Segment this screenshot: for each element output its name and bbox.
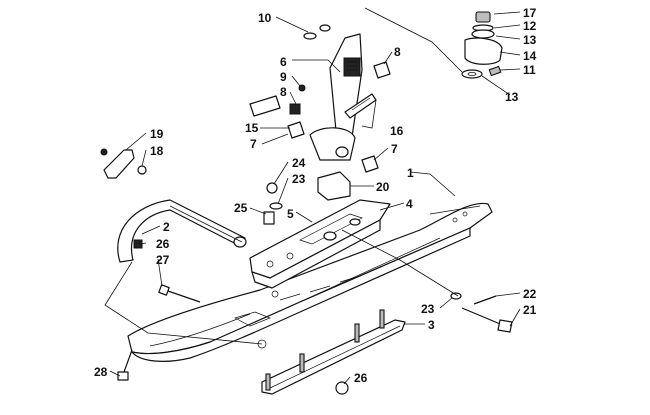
callout-19: 19	[150, 127, 164, 141]
callout-labels: 10 6 9 8 8 15 7 16 7 17 12 13 14 11 13 1…	[94, 6, 537, 385]
callout-26-upper: 26	[156, 237, 170, 251]
bushing-parts	[249, 24, 391, 225]
callout-5: 5	[287, 207, 294, 221]
callout-3: 3	[428, 318, 435, 332]
callout-27: 27	[156, 253, 170, 267]
callout-9: 9	[280, 70, 287, 84]
callout-24: 24	[292, 156, 306, 170]
callout-13-bottom: 13	[505, 90, 519, 104]
callout-8-top: 8	[394, 45, 401, 59]
spindle-part	[309, 33, 363, 161]
callout-25: 25	[234, 201, 248, 215]
callout-2: 2	[163, 220, 170, 234]
callout-26-lower: 26	[354, 371, 368, 385]
callout-7-right: 7	[391, 142, 398, 156]
callout-1: 1	[407, 166, 414, 180]
callout-8-left: 8	[280, 85, 287, 99]
hardware-parts	[100, 148, 513, 395]
callout-10: 10	[258, 11, 272, 25]
callout-18: 18	[150, 144, 164, 158]
steering-arm-part	[461, 11, 503, 79]
ski-part	[127, 202, 493, 362]
callout-6: 6	[280, 55, 287, 69]
leader-lines	[104, 7, 521, 385]
wear-bar-part	[261, 309, 406, 395]
callout-11: 11	[523, 63, 536, 77]
callout-7-left: 7	[250, 137, 257, 151]
callout-23-top: 23	[292, 172, 306, 186]
callout-14: 14	[523, 49, 537, 63]
ski-saddle-part	[249, 199, 391, 298]
callout-23-bottom: 23	[421, 302, 435, 316]
callout-16: 16	[390, 124, 404, 138]
callout-17: 17	[523, 6, 537, 20]
callout-28: 28	[94, 365, 108, 379]
callout-20: 20	[376, 180, 390, 194]
callout-15: 15	[245, 121, 259, 135]
ski-loop-handle-part	[117, 199, 247, 263]
callout-12: 12	[523, 19, 537, 33]
callout-22: 22	[523, 287, 537, 301]
callout-13-top: 13	[523, 33, 537, 47]
callout-21: 21	[523, 303, 537, 317]
callout-4: 4	[406, 197, 413, 211]
